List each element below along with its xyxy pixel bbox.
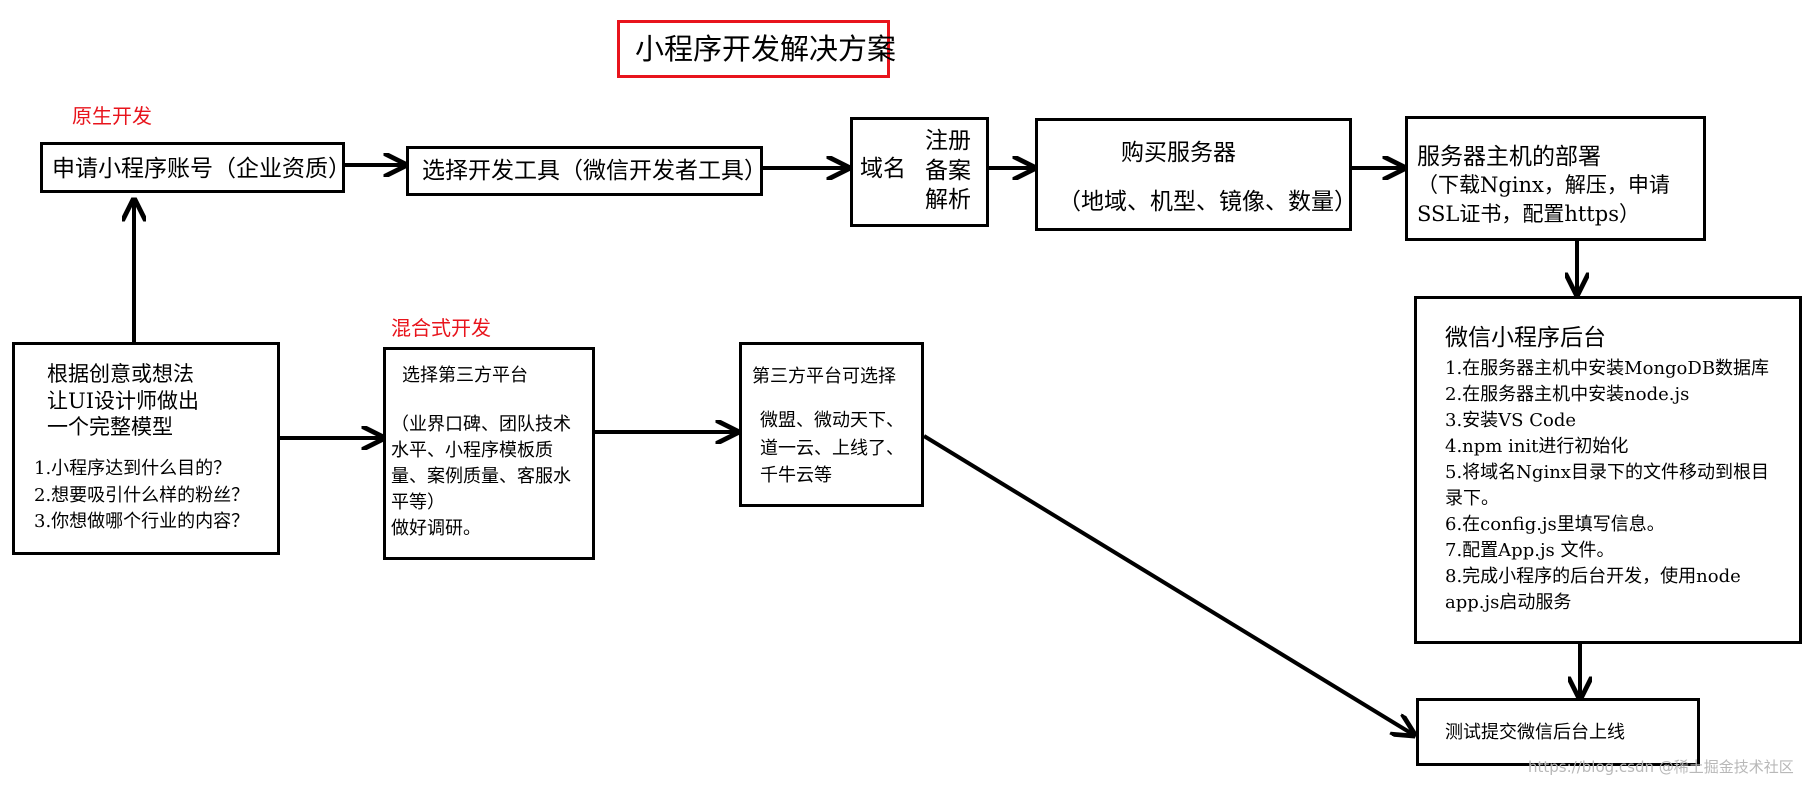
buy-server-sub: （地域、机型、镜像、数量） [1058, 189, 1357, 215]
third-party-options-line-3: 千牛云等 [760, 465, 832, 486]
domain-resolve: 解析 [925, 187, 971, 213]
backend-step-5a: 5.将域名Nginx目录下的文件移动到根目 [1445, 462, 1769, 483]
backend-step-2: 2.在服务器主机中安装node.js [1445, 384, 1690, 405]
backend-title: 微信小程序后台 [1445, 325, 1606, 351]
third-party-options-line-1: 微盟、微动天下、 [760, 410, 904, 431]
buy-server-title: 购买服务器 [1121, 140, 1236, 166]
deploy-box [1405, 116, 1706, 241]
deploy-line-3: SSL证书，配置https） [1417, 202, 1640, 226]
domain-label: 域名 [860, 156, 906, 182]
deploy-line-2: （下载Nginx，解压，申请 [1417, 173, 1670, 197]
backend-step-8a: 8.完成小程序的后台开发，使用node [1445, 566, 1741, 587]
backend-step-5b: 录下。 [1445, 488, 1499, 509]
hybrid-dev-label: 混合式开发 [391, 316, 491, 340]
third-party-select-box [383, 347, 595, 560]
third-party-options-line-2: 道一云、上线了、 [760, 438, 904, 459]
backend-step-1: 1.在服务器主机中安装MongoDB数据库 [1445, 358, 1770, 379]
backend-box [1414, 296, 1802, 644]
watermark: https://blog.csdn @稀土掘金技术社区 [1528, 758, 1794, 776]
backend-step-8b: app.js启动服务 [1445, 592, 1572, 613]
diagram-title: 小程序开发解决方案 [635, 32, 897, 66]
third-party-select-line-2: 水平、小程序模板质 [391, 440, 553, 461]
third-party-select-line-3: 量、案例质量、客服水 [391, 466, 571, 487]
test-launch-text: 测试提交微信后台上线 [1445, 722, 1625, 743]
test-launch-box [1416, 698, 1700, 766]
third-party-select-line-4: 平等） [391, 492, 445, 513]
backend-step-6: 6.在config.js里填写信息。 [1445, 514, 1665, 535]
backend-step-3: 3.安装VS Code [1445, 410, 1577, 431]
buy-server-box [1035, 118, 1352, 231]
apply-account-box [40, 142, 345, 193]
third-party-select-line-1: （业界口碑、团队技术 [391, 414, 571, 435]
idea-line-2: 让UI设计师做出 [47, 389, 199, 413]
edge-options-test [922, 434, 1414, 735]
domain-filing: 备案 [925, 158, 971, 184]
idea-question-3: 3.你想做哪个行业的内容？ [34, 511, 250, 532]
apply-account-text: 申请小程序账号（企业资质） [52, 156, 351, 182]
idea-question-1: 1.小程序达到什么目的？ [34, 458, 232, 479]
idea-box [12, 342, 280, 555]
dev-tool-text: 选择开发工具（微信开发者工具） [422, 158, 767, 184]
title-frame [617, 20, 890, 78]
dev-tool-box [406, 146, 763, 196]
third-party-options-box [739, 342, 924, 507]
idea-question-2: 2.想要吸引什么样的粉丝？ [34, 485, 250, 506]
backend-step-4: 4.npm init进行初始化 [1445, 436, 1629, 457]
third-party-select-title: 选择第三方平台 [402, 365, 528, 386]
backend-step-7: 7.配置App.js 文件。 [1445, 540, 1615, 561]
idea-line-1: 根据创意或想法 [47, 362, 194, 386]
domain-box [850, 117, 989, 227]
idea-line-3: 一个完整模型 [47, 415, 173, 439]
deploy-line-1: 服务器主机的部署 [1417, 144, 1601, 170]
third-party-options-title: 第三方平台可选择 [752, 366, 896, 387]
native-dev-label: 原生开发 [72, 104, 152, 128]
domain-register: 注册 [925, 128, 971, 154]
third-party-select-line-5: 做好调研。 [391, 518, 481, 539]
